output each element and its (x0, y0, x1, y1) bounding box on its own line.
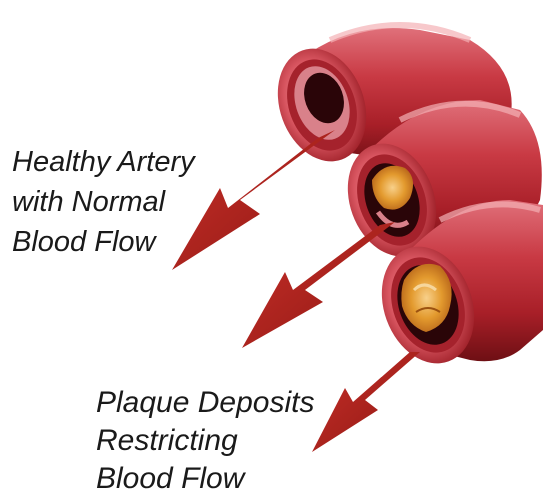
caption-line: Restricting (96, 426, 314, 464)
caption-line: Blood Flow (96, 464, 314, 502)
plaque-caption: Plaque Deposits Restricting Blood Flow (96, 388, 314, 502)
severely-restricted-flow-arrow (312, 352, 420, 452)
caption-line: with Normal (12, 188, 195, 228)
healthy-artery-caption: Healthy Artery with Normal Blood Flow (12, 148, 195, 268)
caption-line: Healthy Artery (12, 148, 195, 188)
caption-line: Blood Flow (12, 228, 195, 268)
caption-line: Plaque Deposits (96, 388, 314, 426)
